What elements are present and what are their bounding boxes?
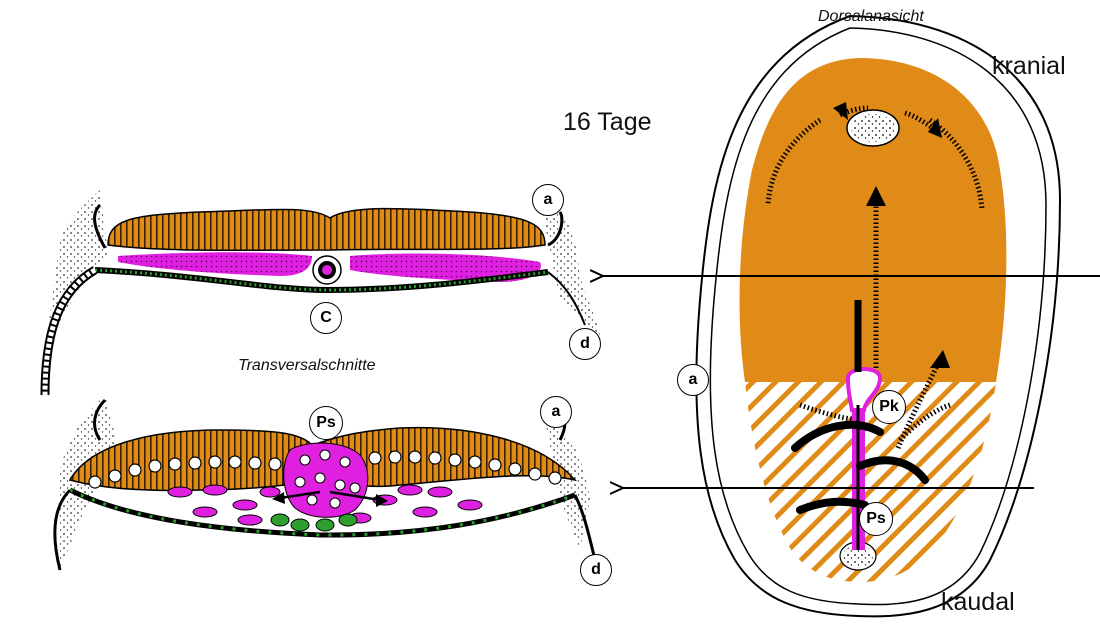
sections-title: Transversalschnitte — [238, 357, 376, 375]
marker-a-top: a — [532, 184, 564, 216]
caudal-label: kaudal — [941, 588, 1015, 617]
marker-d-top: d — [569, 328, 601, 360]
marker-a-mid: a — [540, 396, 572, 428]
marker-a-embryo: a — [677, 364, 709, 396]
age-label: 16 Tage — [563, 108, 652, 137]
upper-ectoderm-band — [108, 209, 545, 251]
marker-pk: Pk — [872, 390, 906, 424]
marker-ps-embryo: Ps — [859, 502, 893, 536]
embryo-dorsal-view — [602, 16, 1100, 616]
ectoderm-area — [740, 58, 1007, 382]
marker-c-notochord: C — [310, 302, 342, 334]
view-title: Dorsalanasicht — [818, 8, 924, 26]
marker-d-bottom: d — [580, 554, 612, 586]
cranial-label: kranial — [992, 52, 1066, 81]
marker-ps-section: Ps — [309, 406, 343, 440]
